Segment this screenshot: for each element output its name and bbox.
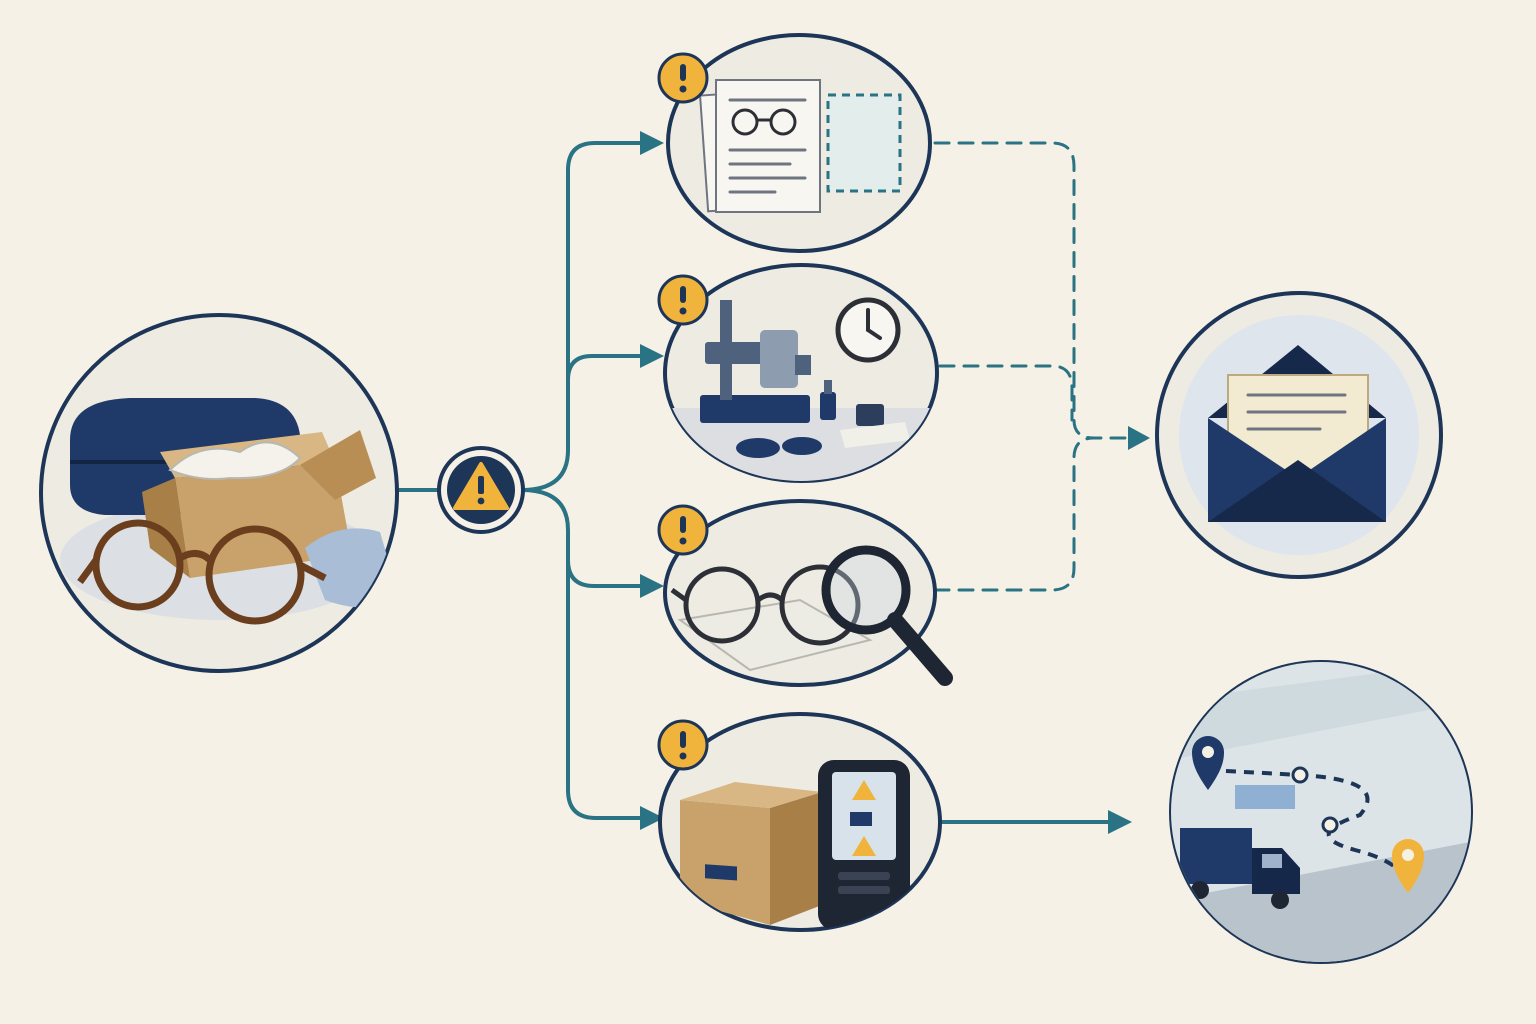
edge-hub-shipping (520, 488, 650, 820)
arrow-to-tracking (1108, 810, 1132, 834)
exclamation-icon (657, 504, 709, 556)
destination-pin-icon (1392, 839, 1424, 893)
branch-documents-node (657, 33, 932, 253)
envelope-letter-icon (1179, 315, 1419, 555)
source-node (39, 313, 399, 673)
package-scanner-icon (680, 760, 910, 930)
exclamation-icon (657, 52, 709, 104)
delivery-map-truck-icon (1171, 662, 1471, 962)
edge-hub-documents (520, 141, 650, 492)
arrow-to-lab (640, 344, 664, 368)
edge-hub-lab (566, 354, 650, 382)
branch-lab-node (657, 263, 939, 483)
edge-hub-inspection (566, 558, 650, 588)
arrow-to-notification (1128, 426, 1150, 450)
arrow-to-shipping (640, 806, 664, 830)
location-pin-icon (1192, 736, 1224, 790)
exclamation-icon (657, 719, 709, 771)
tracking-node (1169, 660, 1473, 964)
branch-shipping-node (657, 712, 942, 932)
notification-node (1155, 291, 1443, 579)
eyeglasses-box-package-icon (60, 398, 397, 625)
arrow-to-inspection (640, 574, 664, 598)
connectors (396, 131, 1150, 834)
prescription-document-icon (699, 79, 902, 213)
edge-inspection-notification (933, 436, 1132, 592)
hub-node (437, 446, 525, 534)
edge-lab-notification (938, 364, 1074, 422)
exclamation-icon (657, 274, 709, 326)
warning-triangle-icon (453, 462, 509, 510)
arrow-to-documents (640, 131, 664, 155)
magnifier-handle (821, 545, 953, 686)
branch-inspection-node (657, 499, 953, 687)
edge-documents-notification (933, 141, 1096, 440)
magnifier-inspection-icon (670, 564, 873, 672)
